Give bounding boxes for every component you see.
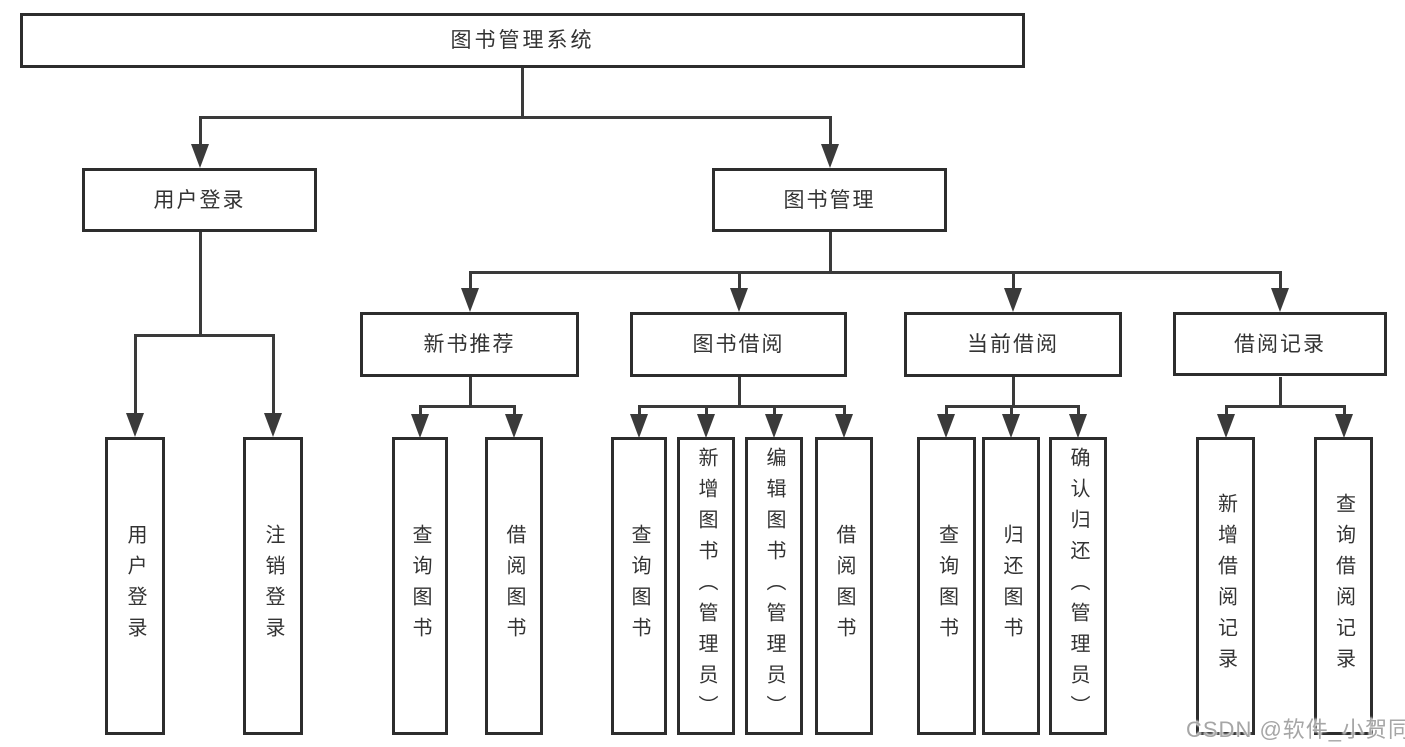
connector-line: [1011, 377, 1015, 407]
connector-line: [418, 404, 516, 408]
arrowhead-icon: [126, 413, 144, 437]
node-leaf-borrow-borrow-books-label: 借阅图书: [833, 524, 855, 648]
arrowhead-icon: [835, 414, 853, 438]
node-leaf-borrow-add-books-admin: 新增图书（管理员）: [677, 437, 735, 735]
node-leaf-newbook-query-books-label: 查询图书: [409, 524, 431, 648]
connector-line: [944, 404, 1080, 408]
node-borrow-records-label: 借阅记录: [1234, 332, 1326, 356]
arrowhead-icon: [630, 414, 648, 438]
node-leaf-newbook-query-books: 查询图书: [392, 437, 448, 735]
connector-line: [512, 406, 516, 417]
watermark: CSDN @软件_小贺同学: [1186, 717, 1405, 742]
connector-line: [772, 406, 776, 417]
connector-line: [271, 335, 275, 419]
node-leaf-borrow-query-books: 查询图书: [611, 437, 667, 735]
connector-line: [737, 272, 741, 291]
connector-line: [468, 270, 1282, 274]
node-leaf-user-login-label: 用户登录: [124, 524, 146, 648]
connector-line: [1009, 406, 1013, 417]
connector-line: [637, 406, 641, 417]
node-leaf-borrow-query-books-label: 查询图书: [628, 524, 650, 648]
node-leaf-borrow-borrow-books: 借阅图书: [815, 437, 873, 735]
connector-line: [1342, 406, 1346, 417]
arrowhead-icon: [1004, 288, 1022, 312]
arrowhead-icon: [821, 144, 839, 168]
connector-line: [418, 406, 422, 417]
arrowhead-icon: [1002, 414, 1020, 438]
node-current-borrow: 当前借阅: [904, 312, 1122, 377]
node-leaf-user-login: 用户登录: [105, 437, 165, 735]
connector-line: [1224, 406, 1228, 417]
arrowhead-icon: [730, 288, 748, 312]
node-leaf-newbook-borrow-books: 借阅图书: [485, 437, 543, 735]
node-leaf-records-add-record: 新增借阅记录: [1196, 437, 1255, 735]
node-root: 图书管理系统: [20, 13, 1025, 68]
node-book-borrow-label: 图书借阅: [692, 333, 785, 356]
connector-line: [944, 406, 948, 417]
node-book-borrow: 图书借阅: [630, 312, 847, 377]
node-user-login: 用户登录: [82, 168, 317, 232]
arrowhead-icon: [1271, 288, 1289, 312]
connector-line: [1278, 377, 1282, 407]
node-borrow-records: 借阅记录: [1173, 312, 1387, 376]
connector-line: [1278, 272, 1282, 291]
node-leaf-newbook-borrow-books-label: 借阅图书: [503, 524, 525, 648]
node-leaf-current-return-books: 归还图书: [982, 437, 1040, 735]
node-leaf-records-query-record: 查询借阅记录: [1314, 437, 1373, 735]
arrowhead-icon: [1335, 414, 1353, 438]
arrowhead-icon: [1069, 414, 1087, 438]
node-new-book-recommend-label: 新书推荐: [423, 333, 516, 356]
node-leaf-logout: 注销登录: [243, 437, 303, 735]
node-leaf-logout-label: 注销登录: [262, 524, 284, 648]
connector-line: [704, 406, 708, 417]
arrowhead-icon: [765, 414, 783, 438]
node-leaf-current-confirm-return-admin-label: 确认归还（管理员）: [1067, 446, 1089, 726]
connector-line: [198, 115, 832, 119]
node-book-management-label: 图书管理: [783, 188, 876, 212]
arrowhead-icon: [937, 414, 955, 438]
arrowhead-icon: [264, 413, 282, 437]
connector-line: [737, 377, 741, 407]
arrowhead-icon: [505, 414, 523, 438]
connector-line: [828, 117, 832, 150]
node-book-management: 图书管理: [712, 168, 947, 232]
connector-line: [133, 333, 275, 337]
node-leaf-current-query-books: 查询图书: [917, 437, 976, 735]
connector-line: [1224, 404, 1346, 408]
node-leaf-current-return-books-label: 归还图书: [1000, 524, 1022, 648]
node-leaf-borrow-edit-books-admin: 编辑图书（管理员）: [745, 437, 803, 735]
node-current-borrow-label: 当前借阅: [967, 333, 1059, 356]
connector-line: [1076, 406, 1080, 417]
arrowhead-icon: [191, 144, 209, 168]
node-new-book-recommend: 新书推荐: [360, 312, 579, 377]
node-user-login-label: 用户登录: [153, 188, 246, 212]
node-leaf-records-query-record-label: 查询借阅记录: [1332, 493, 1355, 679]
connector-line: [133, 335, 137, 419]
connector-line: [1011, 272, 1015, 291]
connector-line: [842, 406, 846, 417]
arrowhead-icon: [411, 414, 429, 438]
node-leaf-borrow-edit-books-admin-label: 编辑图书（管理员）: [763, 446, 785, 726]
node-leaf-current-confirm-return-admin: 确认归还（管理员）: [1049, 437, 1107, 735]
connector-line: [198, 232, 202, 336]
node-root-label: 图书管理系统: [450, 29, 595, 52]
node-leaf-records-add-record-label: 新增借阅记录: [1214, 493, 1237, 679]
connector-line: [198, 117, 202, 150]
arrowhead-icon: [461, 288, 479, 312]
connector-line: [520, 68, 524, 117]
connector-line: [637, 404, 846, 408]
connector-line: [468, 377, 472, 407]
connector-line: [468, 272, 472, 291]
node-leaf-current-query-books-label: 查询图书: [935, 524, 958, 648]
connector-line: [828, 232, 832, 273]
node-leaf-borrow-add-books-admin-label: 新增图书（管理员）: [695, 446, 717, 726]
arrowhead-icon: [1217, 414, 1235, 438]
arrowhead-icon: [697, 414, 715, 438]
